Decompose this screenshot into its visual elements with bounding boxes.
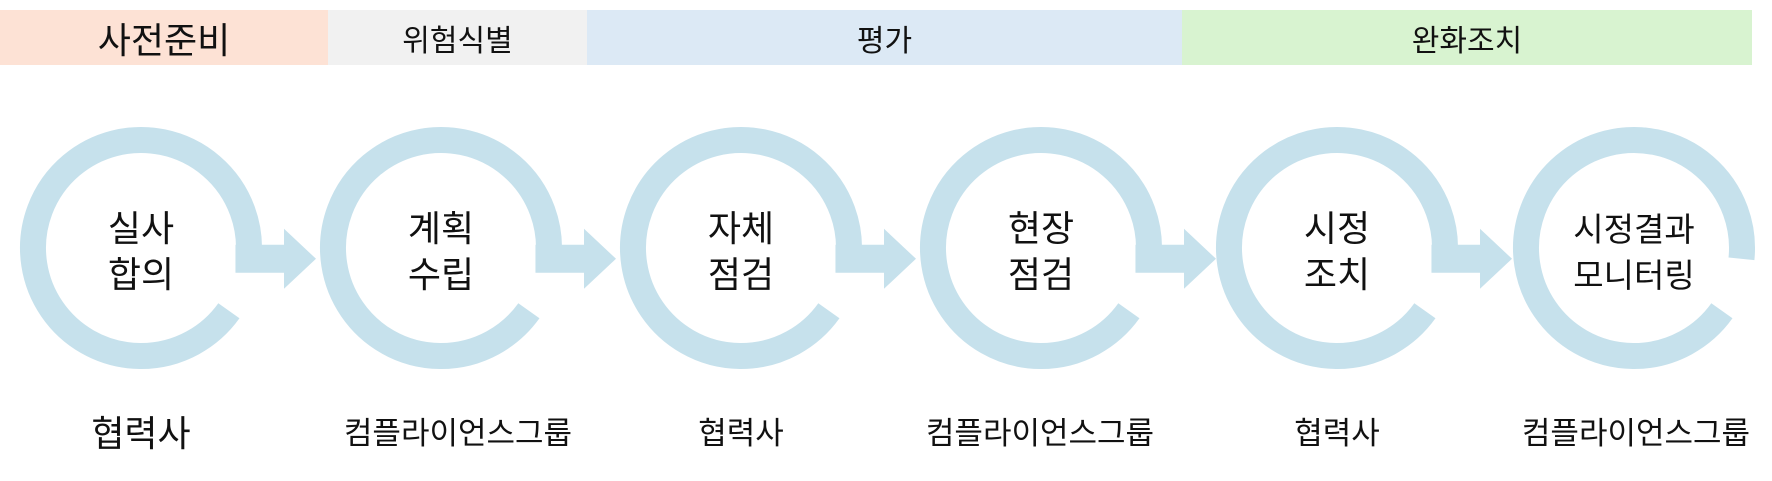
ring-arc	[20, 127, 262, 369]
ring-arc	[1216, 127, 1458, 369]
step-1-owner: 협력사	[91, 414, 191, 455]
step-2-ring	[320, 127, 616, 369]
flow-arrow	[1135, 228, 1216, 289]
ring-arc	[620, 127, 862, 369]
flow-arrow	[1431, 228, 1512, 289]
step-6-ring	[1513, 127, 1755, 369]
ring-arc	[1513, 127, 1755, 369]
phase-mitigation: 완화조치	[1182, 10, 1752, 65]
step-5-ring	[1216, 127, 1512, 369]
phase-label: 위험식별	[402, 23, 513, 59]
phase-risk-identification: 위험식별	[328, 10, 587, 65]
flow-arrow	[535, 228, 616, 289]
step-1-ring	[20, 127, 316, 369]
step-2-owner: 컴플라이언스그룹	[343, 416, 573, 452]
ring-arc	[320, 127, 562, 369]
phase-label: 완화조치	[1411, 23, 1523, 59]
flow-arrow	[235, 228, 316, 289]
step-4-owner: 컴플라이언스그룹	[925, 416, 1155, 452]
phase-label: 평가	[856, 23, 913, 59]
step-3-owner: 협력사	[698, 416, 784, 452]
phase-header: 사전준비 위험식별 평가 완화조치	[0, 10, 1752, 65]
ring-arc	[920, 127, 1162, 369]
phase-preparation: 사전준비	[0, 10, 328, 65]
step-3-ring	[620, 127, 916, 369]
step-4-ring	[920, 127, 1216, 369]
phase-label: 사전준비	[97, 20, 231, 62]
flow-arrow	[835, 228, 916, 289]
step-6-owner: 컴플라이언스그룹	[1521, 416, 1751, 452]
step-5-owner: 협력사	[1294, 416, 1380, 452]
phase-assessment: 평가	[587, 10, 1182, 65]
